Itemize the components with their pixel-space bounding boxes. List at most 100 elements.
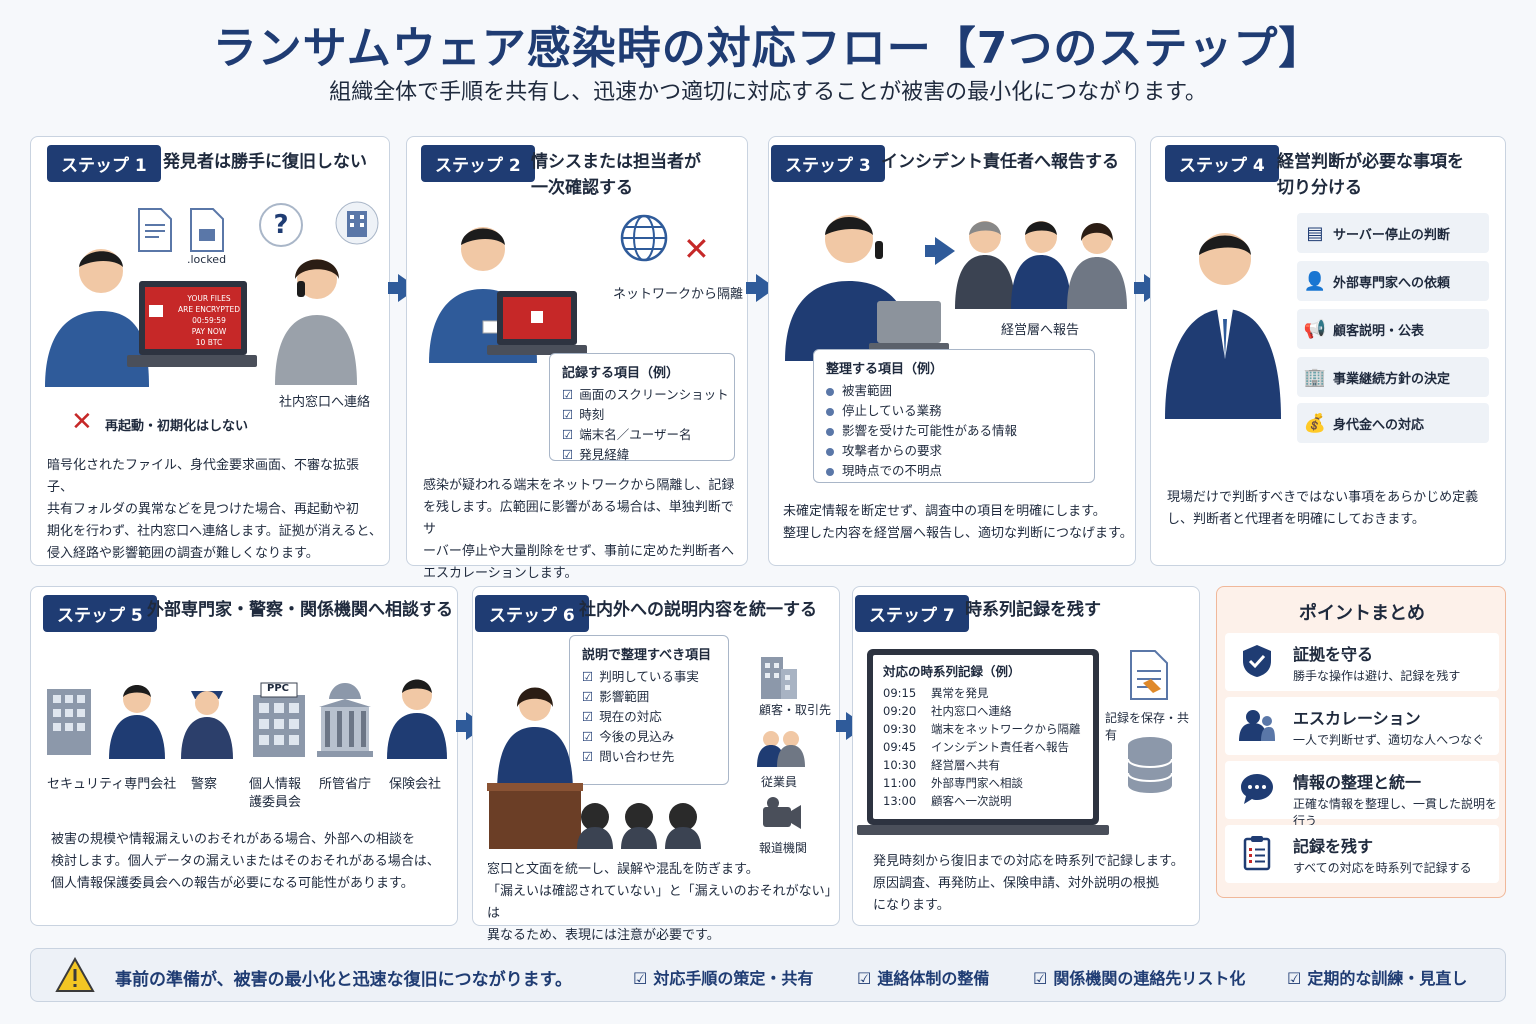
record-item: ☑端末名／ユーザー名 [562, 427, 692, 442]
step2-badge: ステップ 2 [421, 145, 535, 182]
ppc-building-icon [253, 682, 305, 757]
chat-icon [1239, 771, 1275, 807]
footer-item-training: ☑定期的な訓練・見直し [1287, 969, 1468, 988]
audience-label-press: 報道機関 [759, 841, 808, 855]
globe-icon [620, 214, 668, 262]
summary-item-record: 記録を残す すべての対応を時系列で記録する [1225, 825, 1499, 883]
management-report-label: 経営層へ報告 [1001, 323, 1080, 338]
decision-item-ransom: 💰身代金への対応 [1297, 403, 1489, 443]
footer-message: 事前の準備が、被害の最小化と迅速な復旧につながります。 [115, 970, 572, 990]
org-label-insurance: 保険会社 [389, 777, 442, 792]
people-icon [1239, 707, 1275, 743]
decision-item-disclosure: 📢顧客説明・公表 [1297, 309, 1489, 349]
org-label-ppc-2: 護委員会 [249, 795, 302, 810]
step5-description: 被害の規模や情報漏えいのおそれがある場合、外部への相談を検討します。個人データの… [51, 832, 440, 891]
executives-illustration [955, 221, 1127, 309]
footer-item-procedure: ☑対応手順の策定・共有 [633, 969, 814, 988]
money-bag-icon: 💰 [1303, 412, 1327, 434]
step6-card: ステップ 6 社内外への説明内容を統一する 説明で整理すべき項目 ☑判明している… [472, 586, 840, 943]
page-subtitle: 組織全体で手順を共有し、迅速かつ適切に対応することが被害の最小化につながります。 [329, 80, 1207, 105]
step6-description: 窓口と文面を統一し、誤解や混乱を防ぎます。「漏えいは確認されていない」と「漏えい… [487, 862, 832, 943]
organize-item: 現時点での不明点 [826, 461, 1082, 481]
step4-title: 経営判断が必要な事項を切り分ける [1277, 152, 1464, 198]
org-label-security: セキュリティ専門会社 [47, 777, 177, 792]
question-bubble-icon: ? [259, 203, 303, 247]
step6-badge: ステップ 6 [475, 595, 589, 632]
step5-title: 外部専門家・警察・関係機関へ相談する [147, 600, 453, 620]
explanation-item: ☑現在の対応 [582, 709, 662, 724]
audience-label-clients: 顧客・取引先 [759, 703, 832, 717]
preparation-footer: 事前の準備が、被害の最小化と迅速な復旧につながります。 ☑対応手順の策定・共有 … [30, 948, 1506, 1002]
server-icon: ▤ [1306, 222, 1324, 244]
decision-item-server-stop: ▤サーバー停止の判断 [1297, 213, 1489, 253]
database-icon [1127, 737, 1173, 793]
step2-title: 情シスまたは担当者が一次確認する [531, 152, 701, 198]
summary-title: ポイントまとめ [1299, 603, 1425, 624]
expert-icon: 👤 [1303, 270, 1327, 292]
discoverer-person-illustration [45, 249, 149, 387]
building-icon: 🏢 [1303, 366, 1327, 388]
step1-card: ステップ 1 発見者は勝手に復旧しない .locked ? YOUR FILES… [30, 136, 390, 566]
cross-icon: ✕ [71, 407, 93, 437]
contact-desk-label: 社内窓口へ連絡 [279, 395, 371, 410]
warning-icon [55, 957, 95, 992]
organize-item: 攻撃者からの要求 [826, 441, 1082, 461]
news-camera-icon [763, 797, 801, 829]
security-expert-person [109, 685, 165, 759]
step3-description: 未確定情報を断定せず、調査中の項目を明確にします。整理した内容を経営層へ報告し、… [783, 504, 1133, 541]
summary-card: ポイントまとめ 証拠を守る 勝手な操作は避け、記録を残す エスカレーション 一人… [1216, 586, 1506, 898]
summary-item-evidence: 証拠を守る 勝手な操作は避け、記録を残す [1225, 633, 1499, 691]
record-item: ☑時刻 [562, 407, 605, 422]
police-officer-person [181, 691, 233, 759]
step1-title: 発見者は勝手に復旧しない [163, 152, 367, 172]
employees-icon [757, 731, 805, 767]
security-company-icon [47, 689, 91, 755]
isolated-laptop-illustration [487, 291, 587, 355]
step2-card: ステップ 2 情シスまたは担当者が一次確認する ✕ ネットワークから隔離 記録す… [406, 136, 748, 581]
record-item: ☑画面のスクリーンショット [562, 387, 729, 402]
megaphone-icon: 📢 [1303, 318, 1327, 340]
footer-item-contact-list: ☑関係機関の連絡先リスト化 [1033, 969, 1246, 988]
org-label-police: 警察 [191, 777, 218, 792]
ransom-laptop-illustration [127, 281, 257, 367]
step6-title: 社内外への説明内容を統一する [579, 600, 817, 620]
spokesperson-podium-illustration [487, 687, 583, 849]
step1-badge: ステップ 1 [47, 145, 161, 182]
org-label-ministry: 所管省庁 [319, 777, 372, 792]
save-share-label: 記録を保存・共有 [1105, 711, 1190, 742]
step5-card: ステップ 5 外部専門家・警察・関係機関へ相談する PPC セキュリティ専門会社… [30, 586, 458, 926]
step3-badge: ステップ 3 [771, 145, 885, 182]
org-label-ppc-1: 個人情報 [249, 777, 302, 792]
phone-person-illustration [275, 259, 357, 385]
step7-description: 発見時刻から復旧までの対応を時系列で記録します。原因調査、再発防止、保険申請、対… [873, 854, 1184, 913]
organize-items-box: 整理する項目（例） 被害範囲 停止している業務 影響を受けた可能性がある情報 攻… [813, 349, 1095, 483]
explanation-item: ☑判明している事実 [582, 669, 699, 684]
page-title: ランサムウェア感染時の対応フロー【7つのステップ】 [212, 23, 1324, 74]
summary-item-escalation: エスカレーション 一人で判断せず、適切な人へつなぐ [1225, 697, 1499, 755]
explanation-items-box: 説明で整理すべき項目 ☑判明している事実 ☑影響範囲 ☑現在の対応 ☑今後の見込… [569, 635, 729, 785]
step1-description: 暗号化されたファイル、身代金要求画面、不審な拡張子、共有フォルダの異常などを見つ… [47, 458, 382, 561]
step4-card: ステップ 4 経営判断が必要な事項を切り分ける ▤サーバー停止の判断 👤外部専門… [1150, 136, 1506, 566]
client-building-icon [761, 657, 797, 699]
no-restart-warning: 再起動・初期化はしない [105, 419, 249, 434]
shield-icon [1239, 643, 1275, 679]
summary-item-organize: 情報の整理と統一 正確な情報を整理し、一貫した説明を行う [1225, 761, 1499, 828]
organize-item: 被害範囲 [826, 381, 1082, 401]
locked-extension-label: .locked [187, 253, 227, 266]
clipboard-icon [1239, 835, 1275, 871]
step3-card: ステップ 3 インシデント責任者へ報告する 経営層へ報告 整理する項目（例） 被… [768, 136, 1136, 566]
report-arrow-icon [925, 237, 955, 265]
laptop-base [857, 825, 1109, 835]
organize-item: 停止している業務 [826, 401, 1082, 421]
audience-illustration [577, 803, 701, 849]
step4-badge: ステップ 4 [1165, 145, 1279, 182]
explanation-item: ☑問い合わせ先 [582, 749, 675, 764]
